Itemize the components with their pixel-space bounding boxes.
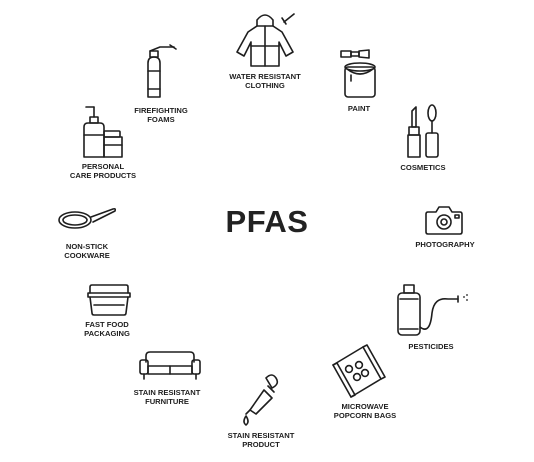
- label-stain-resistant-furniture: STAIN RESISTANT FURNITURE: [133, 388, 201, 407]
- dropper-icon: [243, 374, 279, 426]
- sprayer-icon: [397, 284, 468, 336]
- paint-can-icon: [340, 49, 376, 98]
- personal-care-icon: [83, 106, 123, 158]
- label-personal-care-products: PERSONAL CARE PRODUCTS: [69, 162, 137, 181]
- popcorn-bag-icon: [332, 344, 386, 398]
- label-firefighting-foams: FIREFIGHTING FOAMS: [134, 106, 188, 125]
- sofa-icon: [139, 351, 201, 380]
- food-container-icon: [87, 284, 131, 316]
- label-stain-resistant-product: STAIN RESISTANT PRODUCT: [227, 431, 295, 450]
- label-photography: PHOTOGRAPHY: [415, 240, 475, 249]
- fire-extinguisher-icon: [147, 44, 177, 98]
- label-cosmetics: COSMETICS: [400, 163, 446, 172]
- cosmetics-icon: [407, 104, 439, 158]
- label-pesticides: PESTICIDES: [408, 342, 454, 351]
- label-fast-food-packaging: FAST FOOD PACKAGING: [84, 320, 130, 339]
- label-microwave-popcorn-bags: MICROWAVE POPCORN BAGS: [333, 402, 397, 421]
- diagram-title: PFAS: [225, 204, 309, 239]
- label-water-resistant-clothing: WATER RESISTANT CLOTHING: [229, 72, 301, 91]
- label-non-stick-cookware: NON-STICK COOKWARE: [64, 242, 110, 261]
- jacket-icon: [236, 13, 295, 67]
- camera-icon: [425, 206, 463, 235]
- label-paint: PAINT: [347, 104, 371, 113]
- frying-pan-icon: [58, 207, 117, 229]
